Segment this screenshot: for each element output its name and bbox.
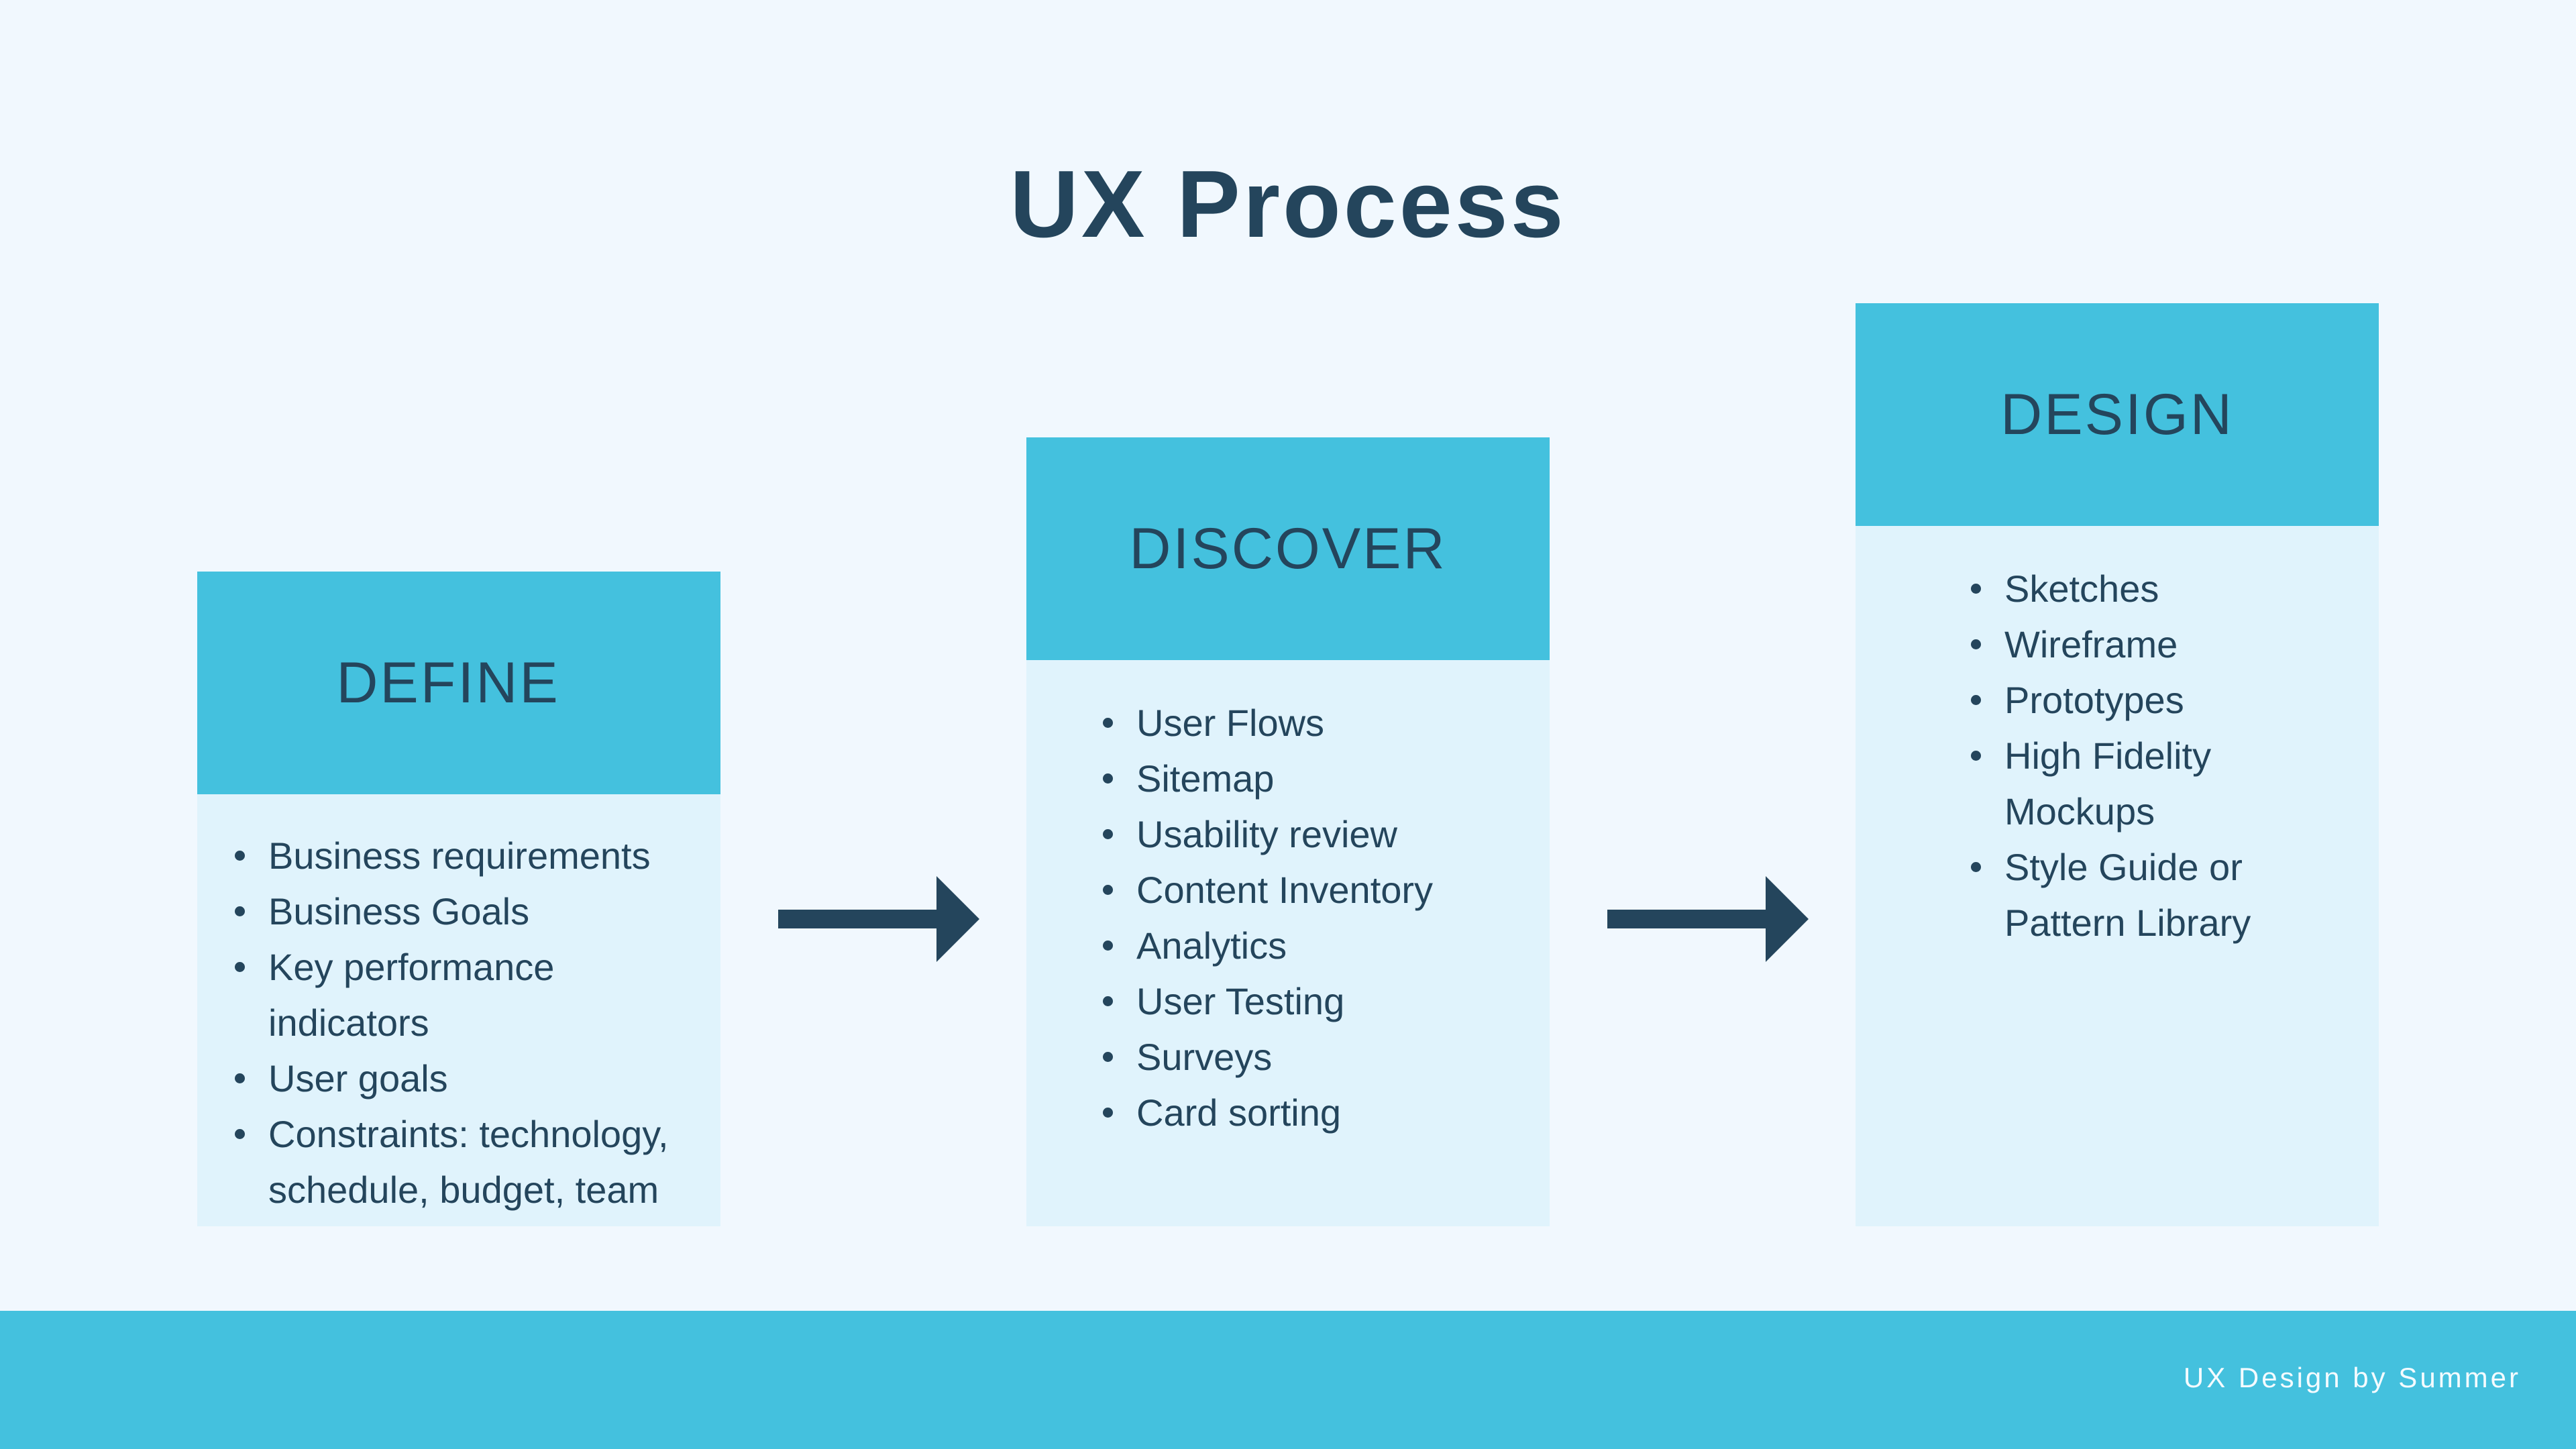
stage-list-item-text: User Flows (1136, 702, 1325, 744)
stage-list-item-text: Wireframe (2004, 623, 2178, 665)
stage-list-item: User Testing (1103, 973, 1536, 1029)
bullet-icon (1103, 829, 1113, 839)
stage-list-item-text: High Fidelity (2004, 735, 2212, 777)
stage-list-item-text: Key performance (268, 946, 555, 988)
stage-list-item-text: Analytics (1136, 924, 1287, 967)
stage-list-item-text: Pattern Library (2004, 902, 2251, 944)
footer-bar: UX Design by Summer (0, 1311, 2576, 1449)
stage-list-item: Business Goals (235, 883, 707, 939)
stage-list-item: Business requirements (235, 828, 707, 883)
bullet-icon (1103, 996, 1113, 1006)
stage-list-item-text: Style Guide or (2004, 846, 2243, 888)
stage-list-item-text: Constraints: technology, (268, 1113, 669, 1155)
bullet-icon (1103, 718, 1113, 728)
stage-list-item-text: Sketches (2004, 568, 2159, 610)
bullet-icon (1971, 639, 1981, 649)
stage-list-item-text: Business Goals (268, 890, 530, 932)
stage-list-item: Constraints: technology, schedule, budget… (235, 1106, 707, 1218)
stage-list-item: Usability review (1103, 806, 1536, 862)
bullet-icon (1103, 941, 1113, 951)
bullet-icon (235, 1073, 245, 1083)
stage-list-item: Sketches (1971, 561, 2365, 616)
stage-design-heading: DESIGN (1856, 303, 2379, 526)
stage-list-item: Key performance indicators (235, 939, 707, 1051)
stage-list-item-text: Mockups (2004, 790, 2155, 833)
stage-list-item-text: indicators (268, 1002, 429, 1044)
stage-list-item: Analytics (1103, 918, 1536, 973)
bullet-icon (1103, 773, 1113, 784)
bullet-icon (1971, 751, 1981, 761)
bullet-icon (1103, 1108, 1113, 1118)
stage-list-item-text: schedule, budget, team (268, 1169, 659, 1211)
stage-list-item-text: Sitemap (1136, 757, 1275, 800)
stage-list-item: Prototypes (1971, 672, 2365, 728)
bullet-icon (235, 1129, 245, 1139)
stage-list-item: Content Inventory (1103, 862, 1536, 918)
right-arrow-icon (778, 876, 979, 962)
stage-list-item-text: User goals (268, 1057, 448, 1099)
stage-discover-heading: DISCOVER (1026, 437, 1550, 660)
stage-define-heading: DEFINE (197, 572, 720, 794)
bullet-icon (235, 851, 245, 861)
stage-list-item: Card sorting (1103, 1085, 1536, 1140)
footer-credit: UX Design by Summer (2183, 1362, 2521, 1393)
bullet-icon (1103, 1052, 1113, 1062)
stage-list-item: Sitemap (1103, 751, 1536, 806)
bullet-icon (235, 962, 245, 972)
stage-list-item: Surveys (1103, 1029, 1536, 1085)
bullet-icon (1971, 862, 1981, 872)
stage-list-item: User Flows (1103, 695, 1536, 751)
stage-list-item: Wireframe (1971, 616, 2365, 672)
bullet-icon (235, 906, 245, 916)
bullet-icon (1103, 885, 1113, 895)
stage-list-item-text: Usability review (1136, 813, 1397, 855)
bullet-icon (1971, 695, 1981, 705)
right-arrow-icon (1607, 876, 1809, 962)
stage-list-item-text: Prototypes (2004, 679, 2184, 721)
stage-list-item-text: Surveys (1136, 1036, 1273, 1078)
stage-list-item: Style Guide or Pattern Library (1971, 839, 2365, 951)
stage-list-item-text: Content Inventory (1136, 869, 1434, 911)
stage-list-item-text: User Testing (1136, 980, 1345, 1022)
page-title: UX Process (1010, 151, 1566, 258)
stage-list-item: User goals (235, 1051, 707, 1106)
stage-list-item-text: Card sorting (1136, 1091, 1342, 1134)
stage-list-item-text: Business requirements (268, 835, 651, 877)
bullet-icon (1971, 584, 1981, 594)
